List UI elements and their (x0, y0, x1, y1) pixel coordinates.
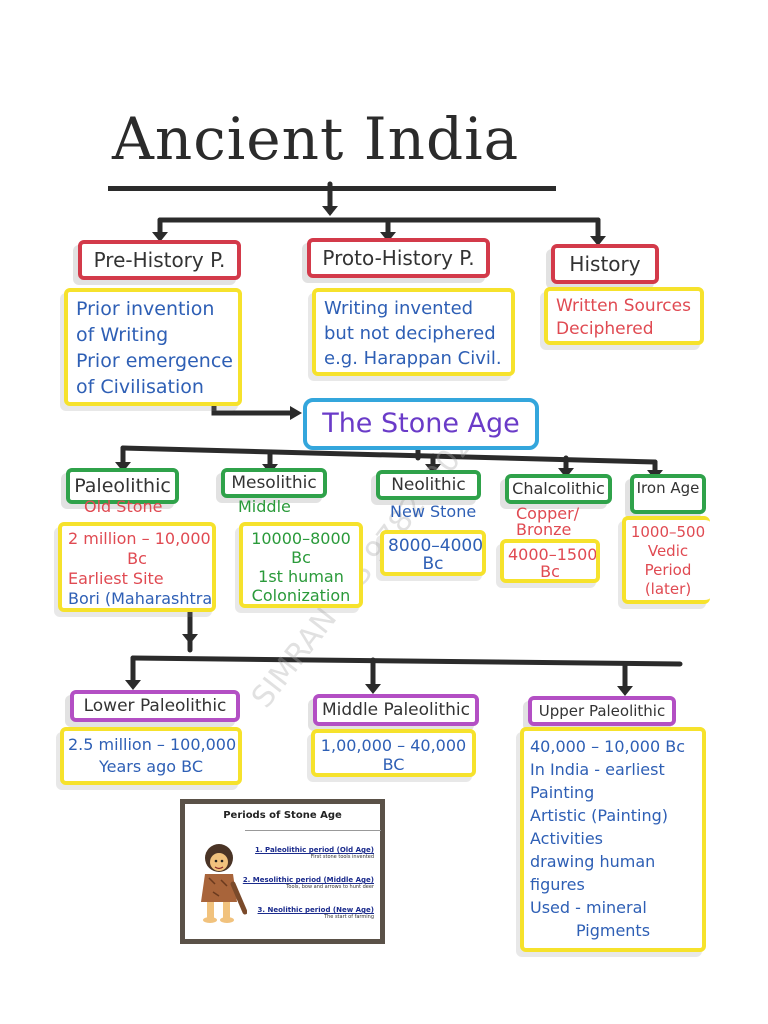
pre-history-line: of Writing (76, 324, 169, 346)
card-item-main: 1. Paleolithic period (Old Age) (255, 846, 374, 854)
upper-paleolithic-line: figures (530, 875, 585, 894)
iron-age-line: Period (644, 561, 692, 579)
card-item: 3. Neolithic period (New Age) The start … (258, 906, 374, 920)
header-neolithic: Neolithic (376, 470, 481, 500)
card-item-sub: The start of farming (324, 914, 374, 920)
header-lower-paleolithic: Lower Paleolithic (70, 690, 240, 722)
upper-paleolithic-line: drawing human (530, 852, 656, 871)
stone-age-periods-card: Periods of Stone Age 1. Paleolithic peri… (180, 799, 385, 944)
upper-paleolithic-line: 40,000 – 10,000 Bc (530, 737, 685, 756)
box-mesolithic: 10000–8000 Bc 1st human Colonization (239, 522, 363, 608)
history-line: Written Sources (556, 296, 691, 316)
box-proto-history: Writing invented but not deciphered e.g.… (312, 288, 515, 376)
paleolithic-line: Bc (127, 549, 147, 568)
title-underline (108, 172, 556, 191)
card-item-main: 2. Mesolithic period (Middle Age) (242, 876, 374, 884)
iron-age-line: Vedic (647, 542, 689, 560)
lower-paleolithic-line: Years ago BC (99, 757, 203, 776)
box-upper-paleolithic: 40,000 – 10,000 Bc In India - earliest P… (520, 727, 706, 952)
box-chalcolithic: 4000–1500 Bc (500, 539, 600, 583)
pre-history-line: Prior invention (76, 298, 215, 320)
upper-paleolithic-line: Painting (530, 783, 595, 802)
paleolithic-line: 2 million – 10,000 (68, 529, 211, 548)
header-upper-paleolithic: Upper Paleolithic (528, 696, 676, 726)
header-proto-history: Proto-History P. (307, 238, 490, 278)
box-lower-paleolithic: 2.5 million – 100,000 Years ago BC (60, 727, 242, 785)
box-pre-history: Prior invention of Writing Prior emergen… (64, 288, 242, 406)
history-line: Deciphered (556, 319, 654, 339)
box-iron-age: 1000–500 Vedic Period (later) (622, 516, 710, 604)
card-item-sub: First stone tools invented (310, 854, 374, 860)
sub-mesolithic: Middle (238, 497, 291, 516)
upper-paleolithic-line: In India - earliest (530, 760, 665, 779)
pre-history-line: of Civilisation (76, 376, 204, 398)
box-neolithic: 8000–4000 Bc (380, 530, 486, 576)
header-paleolithic: Paleolithic (66, 468, 179, 504)
card-item-main: 3. Neolithic period (New Age) (257, 906, 374, 914)
card-title: Periods of Stone Age (223, 810, 342, 821)
middle-paleolithic-line: 1,00,000 – 40,000 (320, 736, 467, 755)
iron-age-line: (later) (644, 580, 692, 598)
chalcolithic-line: Bc (540, 562, 560, 581)
paleolithic-line: Bori (Maharashtra) (68, 589, 216, 608)
middle-paleolithic-line: BC (382, 755, 405, 774)
lower-paleolithic-line: 2.5 million – 100,000 (68, 735, 237, 754)
box-history: Written Sources Deciphered (544, 287, 704, 345)
card-item-sub: Tools, bow and arrows to hunt deer (286, 884, 374, 890)
paleolithic-line: Earliest Site (68, 569, 164, 588)
neolithic-line: Bc (422, 554, 444, 574)
proto-history-line: e.g. Harappan Civil. (324, 348, 502, 369)
box-paleolithic: 2 million – 10,000 Bc Earliest Site Bori… (58, 522, 216, 612)
caveman-illustration (201, 844, 247, 923)
neolithic-line: 8000–4000 (388, 536, 484, 556)
stone-age-node: The Stone Age (303, 398, 539, 450)
proto-history-line: Writing invented (324, 298, 474, 319)
header-mesolithic: Mesolithic (221, 468, 327, 498)
upper-paleolithic-line: Artistic (Painting) (530, 806, 668, 825)
upper-paleolithic-line: Used - mineral (530, 898, 647, 917)
upper-paleolithic-line: Pigments (575, 921, 651, 940)
header-iron-age: Iron Age (630, 474, 706, 514)
pre-history-line: Prior emergence (76, 350, 233, 372)
header-chalcolithic: Chalcolithic (505, 474, 612, 504)
box-middle-paleolithic: 1,00,000 – 40,000 BC (311, 729, 476, 777)
iron-age-line: 1000–500 (630, 523, 706, 541)
page-title: Ancient India (112, 105, 520, 173)
header-pre-history: Pre-History P. (78, 240, 241, 280)
chalcolithic-line: 4000–1500 (508, 545, 598, 564)
mesolithic-line: Colonization (251, 586, 351, 605)
sub-paleolithic: Old Stone (84, 497, 163, 516)
mesolithic-line: 10000–8000 (251, 529, 351, 548)
card-divider (245, 830, 381, 831)
card-item: 1. Paleolithic period (Old Age) First st… (255, 846, 374, 860)
sub-neolithic: New Stone (390, 502, 477, 521)
header-middle-paleolithic: Middle Paleolithic (313, 694, 479, 726)
upper-paleolithic-line: Activities (530, 829, 603, 848)
header-history: History (551, 244, 659, 284)
mesolithic-line: Bc (291, 548, 311, 567)
mesolithic-line: 1st human (258, 567, 344, 586)
sub-chalcolithic: Copper/ Bronze (516, 504, 580, 539)
proto-history-line: but not deciphered (324, 323, 496, 344)
card-item: 2. Mesolithic period (Middle Age) Tools,… (243, 876, 374, 890)
